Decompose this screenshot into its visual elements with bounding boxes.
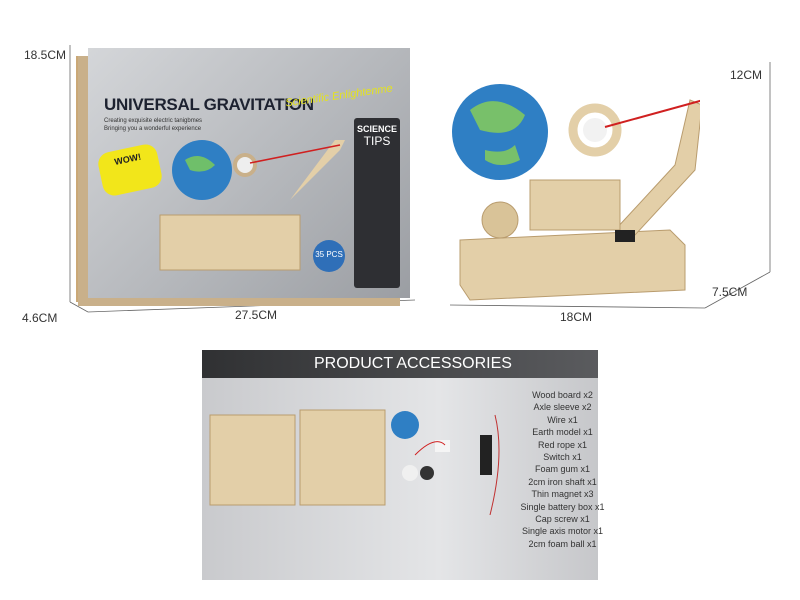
box-model-image (159, 140, 345, 271)
accessory-item: Wood board x2 (532, 390, 593, 400)
accessory-item: Red rope x1 (537, 439, 588, 450)
accessory-item: Foam gum x1 (534, 464, 591, 475)
accessory-item: Wire x1 (547, 414, 578, 425)
subtitle-line: Creating exquisite electric tanigbmes (104, 118, 203, 124)
accessory-item: 2cm foam ball x1 (528, 538, 597, 549)
accessories-image (209, 409, 500, 515)
model-width-label: 18CM (560, 310, 593, 324)
subtitle-line: Bringing you a wonderful experience (104, 126, 202, 132)
accessories-header: PRODUCT ACCESSORIES (202, 350, 598, 378)
box-title: UNIVERSAL GRAVITATION (104, 95, 314, 114)
tips-line2: TIPS (363, 134, 391, 148)
tips-line1: SCIENCE (356, 124, 397, 134)
box-side (76, 56, 90, 302)
accessory-item: Earth model x1 (532, 427, 593, 438)
model-height-label: 12CM (730, 68, 763, 82)
accessory-item: Single axis motor x1 (521, 526, 604, 537)
accessory-item: Axle sleeve x2 (533, 402, 592, 413)
accessory-item: Cap screw x1 (535, 514, 590, 525)
model-depth-label: 7.5CM (712, 285, 748, 299)
accessory-item: Single battery box x1 (520, 501, 605, 512)
box-height-label: 18.5CM (24, 48, 67, 62)
accessories-list: Wood board x2 Axle sleeve x2 Wire x1 Ear… (495, 389, 630, 550)
box-depth-label: 4.6CM (22, 311, 58, 325)
accessories-heading: PRODUCT ACCESSORIES (314, 355, 512, 372)
accessory-item: Thin magnet x3 (531, 489, 594, 500)
accessory-item: 2cm iron shaft x1 (528, 476, 597, 487)
accessory-item: Switch x1 (543, 452, 582, 463)
pcs-badge: 35 PCS (313, 240, 345, 272)
box-width-label: 27.5CM (235, 308, 278, 322)
assembled-model-image (452, 84, 700, 301)
